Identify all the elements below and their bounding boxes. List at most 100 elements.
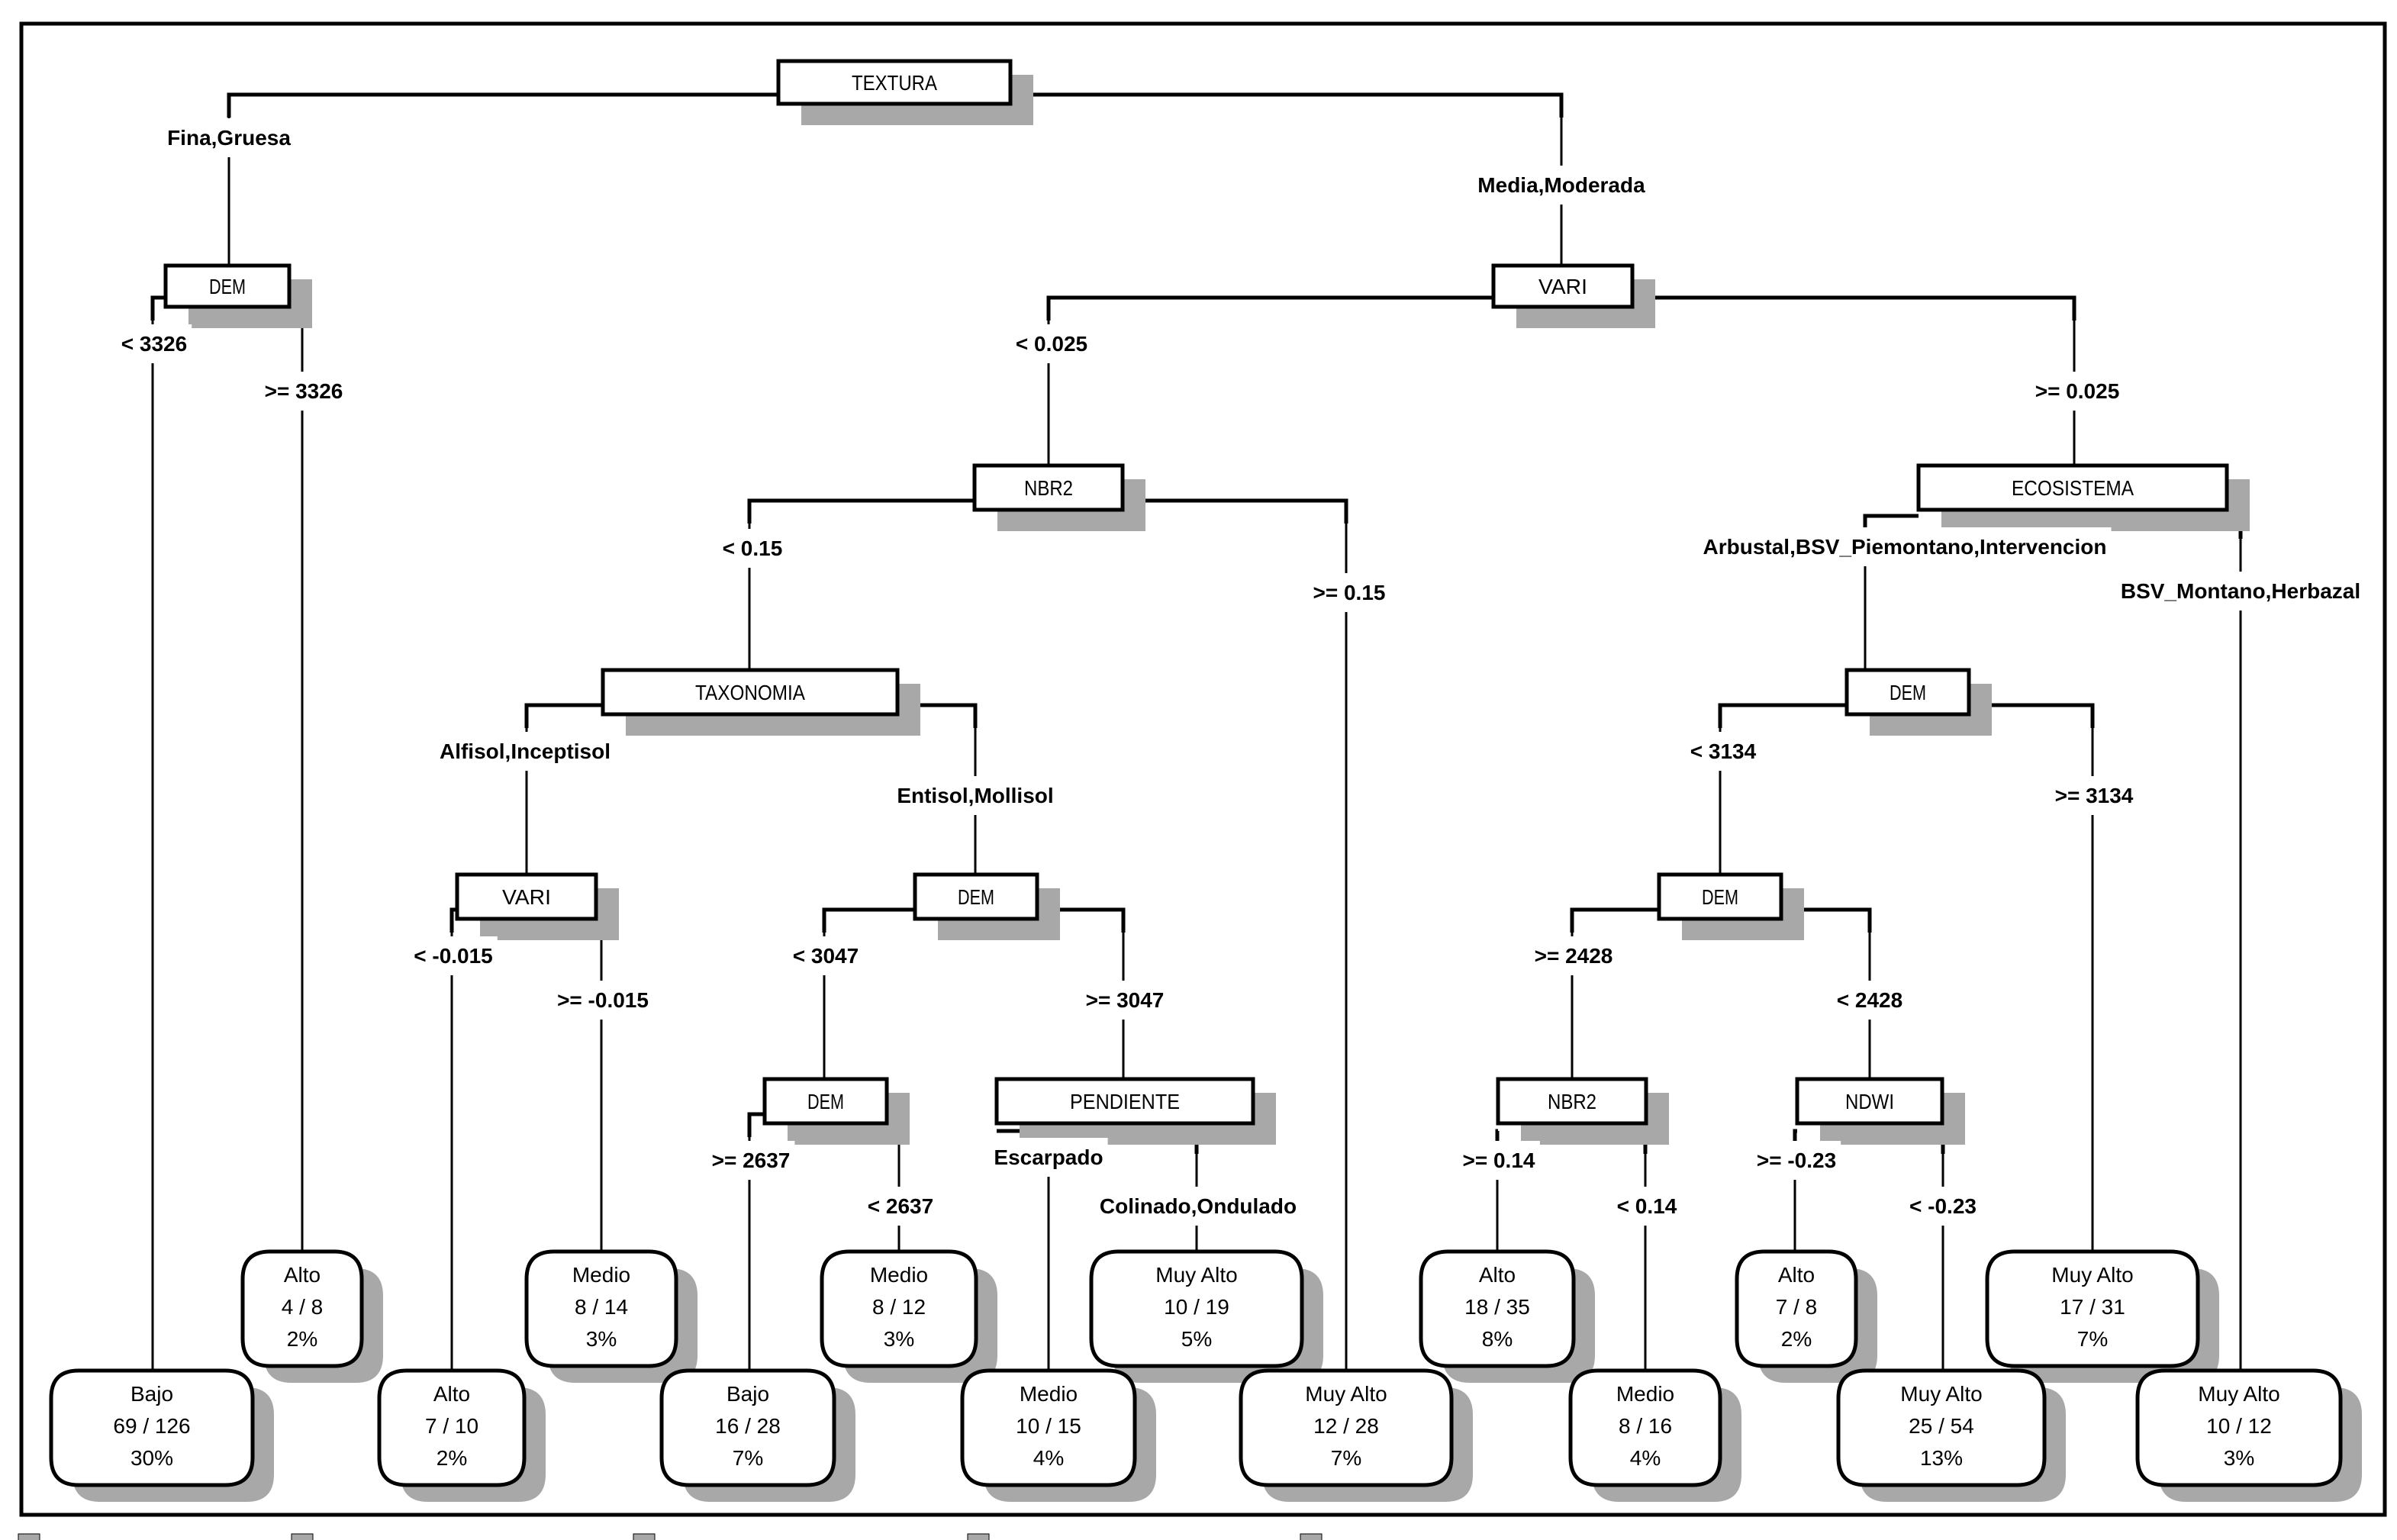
edge-connector [1123, 498, 1348, 524]
edge-label: Arbustal,BSV_Piemontano,Intervencion [1703, 535, 2107, 559]
leaf-node-box [49, 1368, 255, 1487]
leaf-percent: 8% [1482, 1327, 1513, 1351]
split-node-dem: DEM [913, 872, 1039, 921]
leaf-percent: 4% [1033, 1446, 1064, 1470]
leaf-percent: 4% [1630, 1446, 1661, 1470]
split-node-box [1491, 263, 1635, 309]
leaf-counts: 12 / 28 [1313, 1414, 1379, 1438]
edge-label-background [1094, 1187, 1302, 1226]
edge-label: < -0.23 [1909, 1194, 1977, 1218]
edge-label-background [1308, 573, 1390, 612]
split-node-box [1916, 463, 2229, 512]
edge-label: < -0.015 [414, 944, 493, 968]
split-node-box [1844, 668, 1971, 717]
edge-label: Media,Moderada [1477, 173, 1645, 197]
split-node-label: DEM [209, 275, 246, 298]
edge-label: < 3134 [1690, 739, 1757, 763]
split-node-dem: DEM [163, 263, 292, 309]
split-node-label: NBR2 [1024, 476, 1073, 500]
leaf-class: Muy Alto [1155, 1263, 1237, 1287]
leaf-node-box [1568, 1368, 1722, 1487]
split-node-dem: DEM [1844, 668, 1971, 717]
split-node-label: PENDIENTE [1070, 1090, 1180, 1113]
edge-label-background [1905, 1187, 1981, 1226]
edge-label-background [163, 118, 296, 157]
leaf-class: Muy Alto [1305, 1382, 1387, 1406]
edge-label-background [788, 936, 864, 975]
split-node-box [163, 263, 292, 309]
split-node-vari: VARI [455, 872, 598, 921]
edge-label-background [553, 981, 653, 1020]
leaf-class: Bajo [130, 1382, 173, 1406]
edge-label-background [1698, 527, 2112, 566]
edge-connector [1632, 295, 2076, 321]
leaf-node-box [240, 1249, 364, 1368]
edge-label: Fina,Gruesa [167, 126, 291, 150]
leaf-class: Bajo [727, 1382, 769, 1406]
edge-label-background [1612, 1187, 1682, 1226]
edge-label-background [1081, 981, 1169, 1020]
leaf-counts: 69 / 126 [113, 1414, 190, 1438]
leaf-class: Alto [284, 1263, 321, 1287]
edge-label-background [2050, 776, 2138, 815]
leaf-percent: 2% [287, 1327, 317, 1351]
split-node-box [762, 1077, 889, 1126]
leaf-counts: 18 / 35 [1464, 1295, 1530, 1319]
leaf-node-box [377, 1368, 527, 1487]
leaf-class: Medio [1020, 1382, 1078, 1406]
edge-label: >= 2637 [712, 1149, 791, 1172]
edge-label-background [1473, 166, 1651, 205]
split-node-ndwi: NDWI [1795, 1077, 1944, 1126]
split-node-label: DEM [1890, 681, 1926, 704]
edge-label: < 3047 [793, 944, 859, 968]
leaf-node: Muy Alto 12 / 28 7% [1239, 1368, 1454, 1487]
leaf-percent: 7% [2077, 1327, 2108, 1351]
leaf-counts: 7 / 8 [1776, 1295, 1817, 1319]
edge-label: >= -0.23 [1757, 1149, 1836, 1172]
split-node-pendiente: PENDIENTE [994, 1077, 1255, 1126]
leaf-counts: 25 / 54 [1909, 1414, 1974, 1438]
split-node-box [1657, 872, 1783, 921]
split-node-label: DEM [958, 885, 994, 909]
leaf-class: Medio [1616, 1382, 1674, 1406]
edge-label-background [116, 324, 192, 363]
edge-connector [1781, 907, 1872, 933]
leaf-percent: 7% [1331, 1446, 1361, 1470]
leaf-node-box [960, 1368, 1137, 1487]
leaf-percent: 7% [733, 1446, 763, 1470]
leaf-counts: 17 / 31 [2060, 1295, 2125, 1319]
leaf-node-box [524, 1249, 678, 1368]
diagram-frame [19, 21, 2387, 1517]
edge-label-background [1529, 936, 1618, 975]
leaf-percent: 5% [1181, 1327, 1212, 1351]
edge-label: >= 2428 [1535, 944, 1613, 968]
leaf-class: Medio [572, 1263, 630, 1287]
split-node-box [994, 1077, 1255, 1126]
leaf-node-box [1419, 1249, 1576, 1368]
leaf-class: Muy Alto [1900, 1382, 1982, 1406]
edge-label-background [717, 529, 788, 568]
edge-label-background [2115, 572, 2366, 611]
edge-label: < 2637 [868, 1194, 933, 1218]
leaf-node-box [1836, 1368, 2047, 1487]
leaf-node-box [1239, 1368, 1454, 1487]
split-node-label: NBR2 [1548, 1090, 1596, 1113]
edge-label: < 0.025 [1016, 332, 1087, 356]
split-node-label: TEXTURA [852, 71, 937, 95]
split-node-ecosistema: ECOSISTEMA [1916, 463, 2229, 512]
edge-label: BSV_Montano,Herbazal [2121, 579, 2360, 603]
edge-connector [1969, 703, 2095, 728]
leaf-node-box [1089, 1249, 1304, 1368]
leaf-counts: 16 / 28 [715, 1414, 781, 1438]
edge-label: >= 0.025 [2035, 379, 2120, 403]
edge-label-background [409, 936, 498, 975]
